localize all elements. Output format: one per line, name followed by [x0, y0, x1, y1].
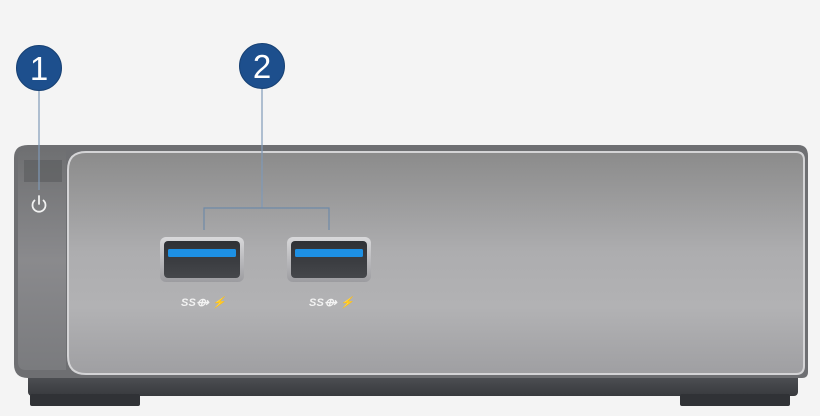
superspeed-usb-icon: SS⟴ ⚡ [181, 297, 227, 309]
power-icon[interactable] [31, 195, 47, 213]
device-base [28, 374, 798, 396]
power-panel-highlight [24, 160, 62, 182]
usb-port-2-tongue [295, 249, 363, 257]
left-foot [30, 394, 140, 406]
superspeed-usb-icon: SS⟴ ⚡ [309, 297, 355, 309]
callout-1-badge: 1 [16, 45, 62, 91]
usb-port-1[interactable] [160, 237, 244, 282]
usb-port-2[interactable] [287, 237, 371, 282]
callout-2-badge: 2 [239, 43, 285, 89]
power-panel [18, 150, 66, 370]
callout-2-bracket [203, 207, 330, 230]
right-foot [680, 394, 790, 406]
usb-port-1-tongue [168, 249, 236, 257]
